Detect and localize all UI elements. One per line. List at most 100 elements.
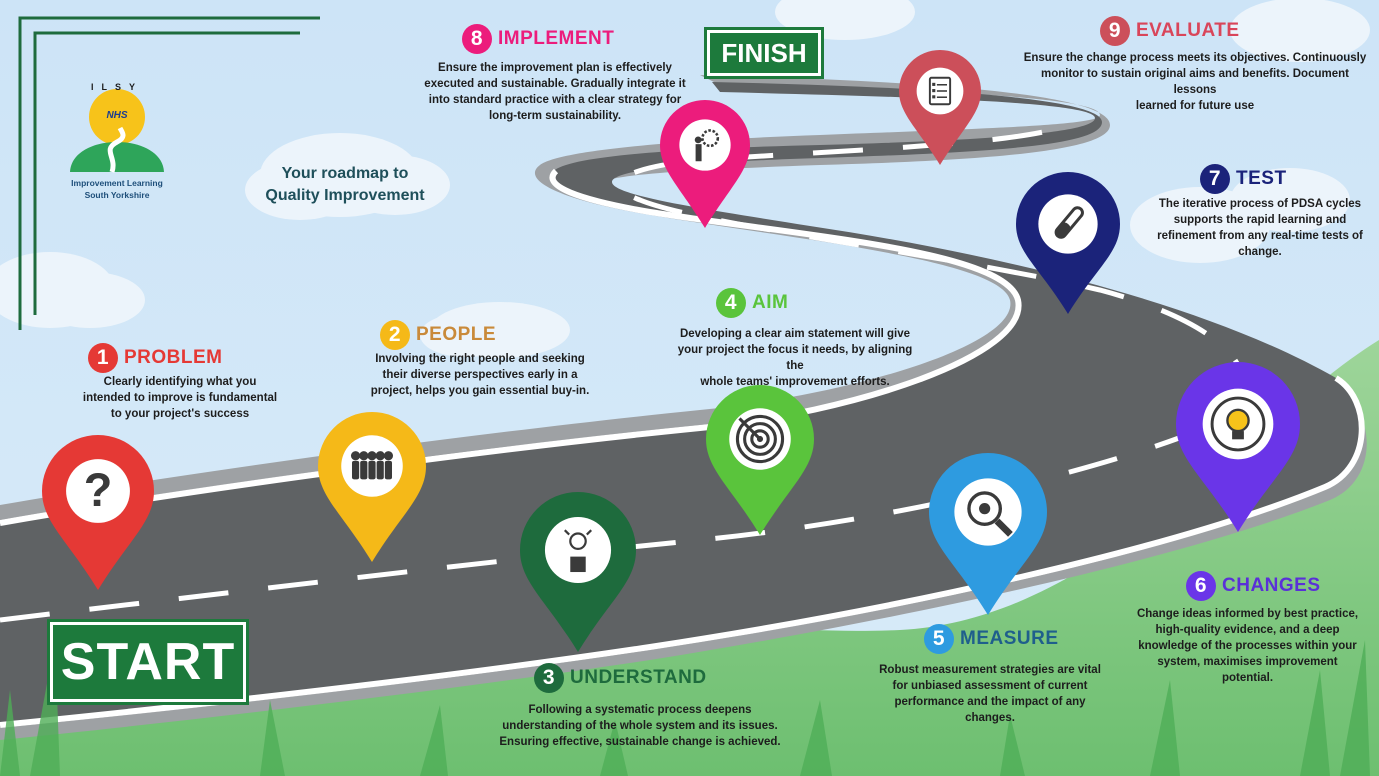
description-line: knowledge of the processes within your [1138,640,1357,652]
step-title: PEOPLE [416,324,497,346]
roadmap-label: Your roadmap to Quality Improvement [240,163,450,207]
description-line: change. [1238,246,1282,258]
description-line: Ensure the improvement plan is effective… [438,62,672,74]
map-pin-people [318,412,426,562]
step-7-description: The iterative process of PDSA cycles supp… [1150,196,1370,260]
description-line: supports the rapid learning and [1173,214,1347,226]
step-title: MEASURE [960,628,1059,650]
step-6-heading: 6 CHANGES [1186,571,1321,601]
roadmap-label-line1: Your roadmap to [281,165,409,182]
grass-blades [0,640,1370,776]
description-line: into standard practice with a clear stra… [428,94,682,106]
map-pin-measure [928,452,1047,615]
description-line: potential. [1221,672,1274,684]
description-line: understanding of the whole system and it… [502,720,778,732]
cloud [420,302,570,358]
nhs-badge: NHS [106,110,128,121]
step-3-heading: 3 UNDERSTAND [534,663,707,693]
cloud [0,252,145,328]
description-line: Involving the right people and seeking [375,353,585,365]
step-number-badge: 8 [462,24,492,54]
people-group-icon [341,435,403,497]
description-line: long-term sustainability. [488,110,622,122]
description-line: performance and the impact of any [894,696,1086,708]
step-number-badge: 7 [1200,164,1230,194]
roadmap-label-line2: Quality Improvement [265,187,425,204]
step-number-badge: 6 [1186,571,1216,601]
start-sign: START [47,619,249,705]
step-4-description: Developing a clear aim statement will gi… [670,326,920,390]
step-8-heading: 8 IMPLEMENT [462,24,614,54]
logo-arc-letters: ILSY [90,82,143,92]
step-number-badge: 3 [534,663,564,693]
step-9-description: Ensure the change process meets its obje… [1020,50,1370,114]
description-line: Ensuring effective, sustainable change i… [499,736,781,748]
description-line: Robust measurement strategies are vital [879,664,1101,676]
description-line: refinement from any real-time tests of [1157,230,1363,242]
description-line: changes. [965,712,1015,724]
map-pin-problem: ? [42,435,154,590]
tape-measure-icon [954,478,1022,546]
step-2-description: Involving the right people and seeking th… [370,351,590,399]
step-1-description: Clearly identifying what you intended to … [70,374,290,422]
description-line: monitor to sustain original aims and ben… [1041,68,1349,96]
logo-graphic [70,89,164,173]
step-number-badge: 2 [380,320,410,350]
finish-sign: FINISH [704,27,824,79]
step-3-description: Following a systematic process deepens un… [490,702,790,750]
step-title: IMPLEMENT [498,28,615,50]
description-line: intended to improve is fundamental [82,392,278,404]
step-9-heading: 9 EVALUATE [1100,16,1240,46]
step-8-description: Ensure the improvement plan is effective… [420,60,690,124]
step-number-badge: 4 [716,288,746,318]
step-title: EVALUATE [1136,20,1240,42]
description-line: The iterative process of PDSA cycles [1158,198,1362,210]
description-line: Change ideas informed by best practice, [1136,608,1359,620]
step-2-heading: 2 PEOPLE [380,320,496,350]
map-pin-changes [1176,362,1300,532]
svg-text:?: ? [84,464,113,516]
map-pin-implement [660,100,750,228]
description-line: executed and sustainable. Gradually inte… [424,78,686,90]
description-line: Developing a clear aim statement will gi… [679,328,911,340]
description-line: learned for future use [1135,100,1255,112]
step-number-badge: 5 [924,624,954,654]
frame-lines [18,16,320,330]
step-title: TEST [1236,168,1287,190]
cloud [775,0,1370,62]
step-number-badge: 9 [1100,16,1130,46]
gear-person-icon [679,119,731,171]
logo-line2: South Yorkshire [84,190,150,200]
checklist-icon [916,67,964,115]
description-line: Ensure the change process meets its obje… [1023,52,1367,64]
description-line: their diverse perspectives early in a [382,369,578,381]
map-pin-test [1016,172,1120,314]
description-line: Clearly identifying what you [103,376,257,388]
test-tube-icon [1038,194,1098,254]
description-line: your project the focus it needs, by alig… [677,344,913,372]
description-line: to your project's success [110,408,250,420]
step-title: CHANGES [1222,575,1321,597]
cloud [245,133,450,220]
question-mark-icon: ? [66,459,130,523]
lightbulb-person-icon [544,516,612,584]
description-line: high-quality evidence, and a deep [1155,624,1340,636]
step-title: AIM [752,292,789,314]
logo-line1: Improvement Learning [71,178,163,188]
cloud [1130,168,1350,263]
step-title: UNDERSTAND [570,667,707,689]
step-number-badge: 1 [88,343,118,373]
step-7-heading: 7 TEST [1200,164,1287,194]
description-line: system, maximises improvement [1157,656,1338,668]
description-line: project, helps you gain essential buy-in… [370,385,590,397]
target-icon [729,408,791,470]
lightbulb-icon [1202,388,1274,460]
map-pin-understand [520,492,636,652]
description-line: Following a systematic process deepens [528,704,752,716]
map-pin-aim [706,385,814,535]
description-line: whole teams' improvement efforts. [700,376,890,388]
step-5-heading: 5 MEASURE [924,624,1059,654]
